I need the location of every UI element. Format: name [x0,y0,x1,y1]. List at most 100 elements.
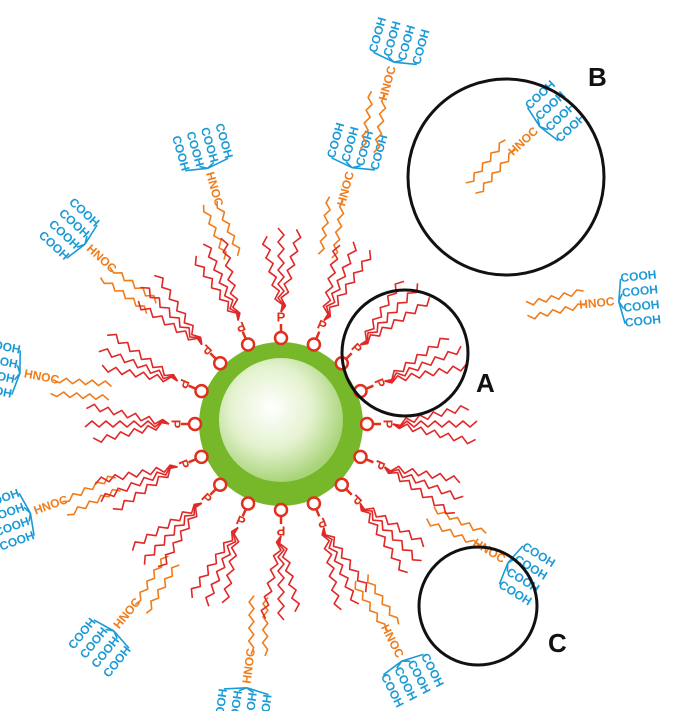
phosphorus-label: P [277,309,286,324]
amide-chain [318,197,330,255]
phosphorus-label: P [371,458,388,472]
alkyl-chain [195,256,238,321]
alkyl-chain [85,421,169,427]
alkyl-chain [385,346,461,381]
amide-chain [249,596,254,655]
phosphorus-label: P [381,420,396,429]
amide-label: HNOC [84,241,120,275]
amide-label: HNOC [23,366,61,387]
amide-chain [368,574,399,624]
alkyl-chain [154,276,202,345]
alkyl-chain [101,467,177,502]
double-bond [316,509,319,516]
phosphorus-label: P [234,512,248,529]
carboxyl-label: COOH [624,312,661,330]
oxygen-atom [308,339,320,351]
oxygen-atom [308,498,320,510]
phosphorus-label: P [315,514,329,531]
oxygen-atom [242,339,254,351]
double-bond [346,489,352,495]
alkyl-chain [385,467,455,514]
amide-chain [135,556,168,604]
alkyl-chain [360,503,422,560]
branch-bond [29,513,30,521]
free-ligand-layer: HNOCCOOHCOOHCOOHCOOHHNOCCOOHCOOHCOOHCOOH… [360,16,661,330]
amide-label: HNOC [378,622,407,660]
amide-chain [526,290,584,305]
oxygen-atom [336,479,348,491]
alkyl-chain [324,528,359,604]
oxygen-atom [361,418,373,430]
amide-chain [53,378,111,386]
phosphorus-label: P [175,457,192,471]
amide-chain [101,278,147,314]
alkyl-chain [107,334,177,381]
oxygen-atom [355,451,367,463]
alkyl-chain [324,528,367,593]
double-bond [366,459,373,462]
double-bond [366,386,373,389]
amide-chain [527,304,585,319]
oxygen-atom [189,418,201,430]
amide-label: HNOC [376,64,399,102]
double-bond [316,332,319,339]
alkyl-chain [393,424,476,444]
oxygen-atom [242,498,254,510]
label-c: C [548,628,567,658]
alkyl-chain [133,503,202,551]
amide-chain [51,392,109,400]
branch-bond [224,688,247,689]
alkyl-chain [360,503,408,572]
phosphorus-label: P [175,377,192,391]
label-b: B [588,62,607,92]
oxygen-atom [214,479,226,491]
double-bond [346,353,352,359]
oxygen-atom [196,451,208,463]
alkyl-chain [203,244,238,320]
amide-label: HNOC [32,492,70,517]
oxygen-atom [196,385,208,397]
phosphorus-label: P [276,524,285,539]
alkyl-chain [324,250,371,320]
amide-chain [427,519,479,546]
amide-label: HNOC [334,169,357,207]
amide-label: HNOC [111,595,144,632]
branch-bond [199,167,207,169]
phosphorus-label: P [234,318,248,335]
alkyl-chain [145,503,202,565]
core-inner [219,358,343,482]
carboxyl-label: COOH [0,336,22,357]
phosphorus-label: P [169,420,184,429]
amide-chain [146,565,179,613]
alkyl-chain [140,288,202,345]
alkyl-chain [281,229,301,312]
alkyl-chain [278,228,284,312]
alkyl-chain [360,297,429,345]
alkyl-chain [86,404,169,424]
amide-label: HNOC [579,294,616,311]
alkyl-chain [191,528,238,598]
alkyl-chain [393,421,477,427]
circle-c [419,547,537,665]
alkyl-chain [385,338,450,381]
alkyl-chain [360,503,423,547]
amide-label: HNOC [203,170,226,208]
phosphorus-label: P [315,317,329,334]
amide-label: HNOC [506,124,542,159]
amide-chain [355,581,386,631]
amide-label: HNOC [240,647,258,684]
amide-chain [466,140,506,183]
alkyl-chain [278,536,284,620]
oxygen-atom [275,504,287,516]
alkyl-chain [113,467,178,510]
phosphorus-label: P [371,376,388,390]
amide-chain [62,476,116,501]
